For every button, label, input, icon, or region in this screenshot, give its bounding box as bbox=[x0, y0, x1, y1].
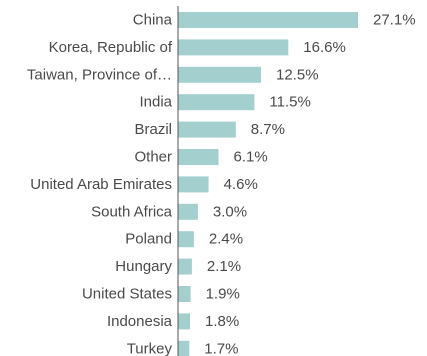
value-label-row-11: 1.8% bbox=[205, 313, 239, 330]
bar-row-1 bbox=[178, 39, 289, 56]
category-label-row-12: Turkey bbox=[127, 340, 173, 356]
category-label-row-1: Korea, Republic of bbox=[49, 39, 173, 56]
value-label-row-2: 12.5% bbox=[276, 66, 319, 83]
category-label-row-5: Other bbox=[134, 149, 172, 166]
bar-row-12 bbox=[178, 340, 190, 356]
value-label-row-12: 1.7% bbox=[204, 340, 238, 356]
bar-row-8 bbox=[178, 231, 194, 248]
bar-row-7 bbox=[178, 203, 198, 220]
bar-row-11 bbox=[178, 313, 190, 330]
value-label-row-0: 27.1% bbox=[373, 12, 416, 29]
value-label-row-8: 2.4% bbox=[209, 231, 243, 248]
value-label-row-5: 6.1% bbox=[234, 149, 268, 166]
bar-row-3 bbox=[178, 94, 255, 111]
bar-row-0 bbox=[178, 12, 358, 28]
bar-row-2 bbox=[178, 66, 261, 83]
category-label-row-11: Indonesia bbox=[107, 313, 173, 330]
value-labels-group: 27.1% 16.6% 12.5% 11.5% 8.7% 6.1% 4.6% 3.0% 2.4%… bbox=[204, 12, 415, 356]
value-label-row-9: 2.1% bbox=[207, 258, 241, 275]
bar-row-4 bbox=[178, 121, 236, 138]
category-label-row-2: Taiwan, Province of… bbox=[27, 66, 172, 83]
category-label-row-8: Poland bbox=[125, 231, 172, 248]
bar-row-6 bbox=[178, 176, 209, 193]
bar-row-5 bbox=[178, 149, 219, 165]
value-label-row-6: 4.6% bbox=[224, 176, 258, 193]
category-label-row-9: Hungary bbox=[115, 258, 172, 275]
value-label-row-4: 8.7% bbox=[251, 121, 285, 138]
value-label-row-10: 1.9% bbox=[206, 286, 240, 303]
category-label-row-0: China bbox=[133, 12, 173, 29]
bars-group bbox=[178, 12, 358, 356]
category-label-row-6: United Arab Emirates bbox=[30, 176, 172, 193]
value-label-row-7: 3.0% bbox=[213, 203, 247, 220]
category-label-row-10: United States bbox=[82, 286, 172, 303]
bar-row-9 bbox=[178, 258, 192, 275]
value-label-row-1: 16.6% bbox=[303, 39, 346, 56]
category-label-row-7: South Africa bbox=[91, 203, 173, 220]
category-label-row-3: India bbox=[139, 94, 172, 111]
category-label-row-4: Brazil bbox=[134, 121, 172, 138]
value-label-row-3: 11.5% bbox=[269, 94, 310, 111]
bar-row-10 bbox=[178, 286, 191, 302]
